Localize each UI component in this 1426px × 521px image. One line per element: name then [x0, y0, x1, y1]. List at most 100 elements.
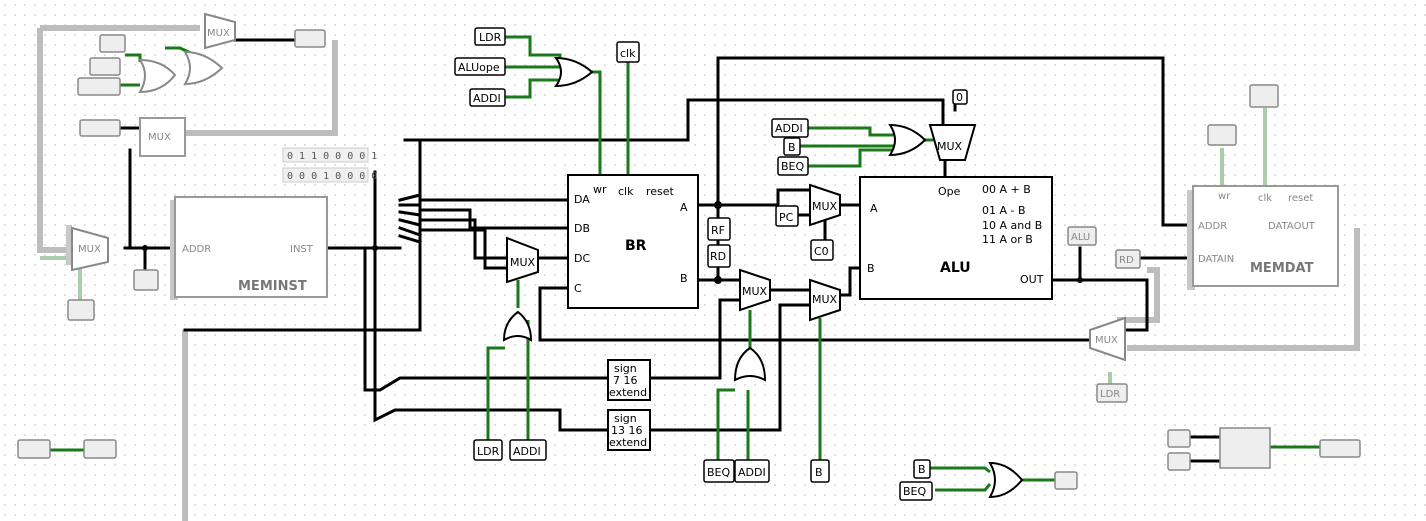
br-b-port: B	[680, 272, 688, 285]
or-gate-top-left-2	[183, 50, 224, 86]
mux-left-mid[interactable]: MUX	[139, 117, 186, 157]
pin-zero-label: 0	[956, 91, 963, 104]
br-register-bank[interactable]: BR wr clk reset DA DB DC C A B	[567, 174, 699, 309]
pin-beq-bottom-label: BEQ	[707, 466, 730, 479]
pin-addi-bottom-1[interactable]: ADDI	[509, 439, 547, 461]
pin-b-bottom-label: B	[815, 466, 823, 479]
mux-alu-op-label: MUX	[937, 140, 963, 153]
pin-addi-alu-label: ADDI	[775, 122, 803, 135]
pin-ldr-right[interactable]: LDR	[1096, 383, 1128, 403]
or-gate-b-mux	[733, 346, 767, 382]
mux-pc-label: MUX	[78, 244, 101, 255]
mux-b-select[interactable]: MUX	[739, 268, 771, 312]
pin-alu-out[interactable]: ALU	[1067, 226, 1097, 246]
sign-extend-7-16[interactable]: sign 7 16 extend	[607, 359, 651, 401]
memdat-addr-port: ADDR	[1198, 221, 1227, 232]
memdat-clk-port: clk	[1258, 193, 1272, 204]
pin-b-or-label: B	[918, 463, 926, 476]
reg-rd[interactable]: RD	[707, 244, 731, 268]
alu-out-port: OUT	[1020, 273, 1044, 286]
reg-rf[interactable]: RF	[707, 217, 731, 241]
sign13-line3: extend	[609, 436, 647, 449]
pin-aluope-top-label: ALUope	[458, 61, 500, 74]
or-gate-bottom	[988, 461, 1024, 499]
br-da-port: DA	[574, 193, 590, 206]
pin-addi-bottom-2-label: ADDI	[738, 466, 766, 479]
const-c0[interactable]: C0	[810, 239, 834, 261]
pin-b-alu-label: B	[788, 141, 796, 154]
meminst-title: MEMINST	[238, 279, 307, 294]
br-reset-port: reset	[646, 185, 675, 198]
mux-alu-a[interactable]: MUX	[809, 183, 841, 227]
mux-left-mid-label: MUX	[148, 132, 171, 143]
memdat-reset-port: reset	[1288, 193, 1313, 204]
pin-beq-or-label: BEQ	[903, 485, 926, 498]
mux-alu-op[interactable]: MUX	[928, 124, 977, 161]
sign13-line1: sign	[614, 412, 637, 425]
sign7-line3: extend	[609, 386, 647, 399]
pin-zero[interactable]: 0	[952, 89, 968, 105]
br-clk-port: clk	[618, 185, 634, 198]
alu-op-and: 10 A and B	[982, 219, 1042, 232]
pin-ldr-top[interactable]: LDR	[474, 27, 506, 46]
memdat-dataout-port: DATAOUT	[1268, 221, 1316, 232]
pin-addi-top[interactable]: ADDI	[469, 88, 506, 107]
pin-addi-bottom-2[interactable]: ADDI	[734, 459, 770, 483]
mux-br-dc[interactable]: MUX	[506, 236, 539, 284]
meminst-inst-port: INST	[290, 244, 314, 255]
memdat-datain-port: DATAIN	[1198, 254, 1234, 265]
mux-b-select-label: MUX	[742, 285, 768, 298]
pin-ldr-right-label: LDR	[1100, 389, 1120, 400]
mux-br-dc-label: MUX	[510, 256, 536, 269]
alu-op-sub: 01 A - B	[982, 204, 1026, 217]
or-gate-top-left-1	[138, 58, 177, 94]
pin-ldr-top-label: LDR	[479, 31, 502, 44]
pin-beq-bottom[interactable]: BEQ	[703, 459, 735, 483]
constant-c2[interactable]: 0 0 0 1 0 0 0 0	[282, 167, 377, 183]
pin-beq-alu[interactable]: BEQ	[777, 156, 809, 176]
pin-aluope-top[interactable]: ALUope	[454, 57, 506, 76]
br-db-port: DB	[574, 222, 590, 235]
alu-a-port: A	[870, 202, 878, 215]
alu-op-or: 11 A or B	[982, 233, 1033, 246]
reg-pc-label: PC	[779, 211, 794, 224]
pin-alu-out-label: ALU	[1071, 232, 1090, 243]
junctions	[142, 201, 1083, 284]
pin-beq-or[interactable]: BEQ	[899, 481, 933, 501]
pin-addi-bottom-1-label: ADDI	[513, 445, 541, 458]
alu-block[interactable]: ALU Ope A B OUT 00 A + B 01 A - B 10 A a…	[859, 176, 1053, 300]
pin-addi-top-label: ADDI	[473, 92, 501, 105]
pin-b-alu[interactable]: B	[783, 137, 801, 156]
mux-alu-a-label: MUX	[812, 200, 838, 213]
pin-addi-alu[interactable]: ADDI	[771, 118, 809, 138]
pin-rd-dat[interactable]: RD	[1115, 249, 1141, 269]
constant-c1-label: 0 1 1 0 0 0 0 1	[287, 151, 377, 162]
mux-alu-b[interactable]: MUX	[809, 278, 841, 322]
meminst-block[interactable]: MEMINST ADDR INST	[170, 196, 328, 300]
reg-rf-label: RF	[711, 224, 725, 237]
sign-extend-13-16[interactable]: sign 13 16 extend	[607, 409, 651, 451]
mux-top-left[interactable]: MUX	[204, 12, 236, 50]
mux-writeback-label: MUX	[1095, 335, 1118, 346]
memdat-title: MEMDAT	[1250, 261, 1314, 276]
pin-ldr-bottom[interactable]: LDR	[473, 439, 503, 461]
meminst-addr-port: ADDR	[182, 244, 211, 255]
mux-writeback[interactable]: MUX	[1089, 316, 1126, 362]
pin-ldr-bottom-label: LDR	[477, 445, 500, 458]
mux-pc[interactable]: MUX	[66, 225, 109, 272]
memdat-wr-port: wr	[1218, 191, 1231, 202]
sign7-line1: sign	[614, 362, 637, 375]
alu-title: ALU	[940, 260, 971, 276]
constant-c1[interactable]: 0 1 1 0 0 0 0 1	[282, 147, 377, 163]
or-gate-wr	[554, 56, 594, 88]
sign13-line2: 13 16	[611, 424, 643, 437]
pin-b-or[interactable]: B	[913, 459, 931, 479]
pin-b-bottom[interactable]: B	[810, 459, 830, 483]
mux-top-left-label: MUX	[207, 28, 230, 39]
memdat-block[interactable]: MEMDAT wr clk reset ADDR DATAIN DATAOUT	[1187, 185, 1339, 290]
pin-clk[interactable]: clk	[616, 41, 640, 63]
pin-clk-label: clk	[620, 47, 636, 60]
reg-pc[interactable]: PC	[775, 205, 799, 227]
or-gate-br-mux	[502, 310, 533, 342]
